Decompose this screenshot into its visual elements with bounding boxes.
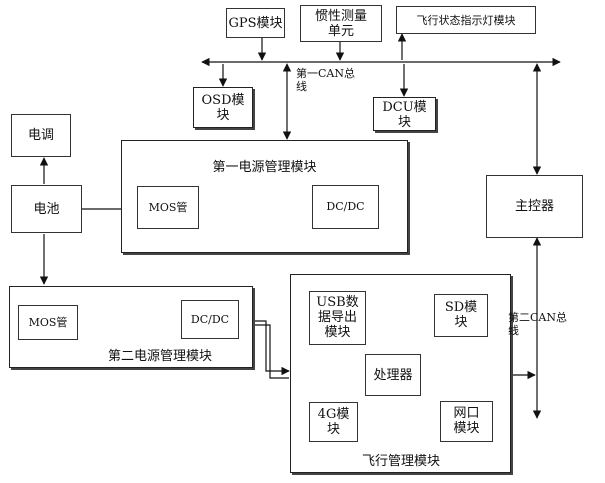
main-controller-label: 主控器 <box>514 199 554 214</box>
battery-label: 电池 <box>33 202 60 217</box>
power2-dcdc-block: DC/DC <box>181 300 239 339</box>
can1-bus-label: 第一CAN总 线 <box>296 67 355 93</box>
sd-module-label: SD模 块 <box>444 300 478 330</box>
power2-label: 第二电源管理模块 <box>107 349 212 364</box>
esc-label: 电调 <box>27 128 54 143</box>
imu-block: 惯性测量 单元 <box>300 5 382 42</box>
processor-label: 处理器 <box>373 368 413 383</box>
power1-dcdc-block: DC/DC <box>312 185 379 229</box>
battery-block: 电池 <box>11 185 82 233</box>
can2-bus-label: 第二CAN总 线 <box>508 311 567 337</box>
network-module-label: 网口 模块 <box>453 406 480 436</box>
usb-export-block: USB数 据导出 模块 <box>309 291 366 345</box>
power1-mos-label: MOS管 <box>148 201 188 214</box>
power2-dcdc-label: DC/DC <box>190 313 230 326</box>
gps-module-block: GPS模块 <box>226 8 285 38</box>
gps-module-label: GPS模块 <box>228 16 283 31</box>
dcu-module-label: DCU模 块 <box>382 100 427 130</box>
main-controller-block: 主控器 <box>486 175 583 238</box>
flight-mgmt-label: 飞行管理模块 <box>361 454 440 469</box>
imu-label: 惯性测量 单元 <box>314 9 367 39</box>
power1-mos-block: MOS管 <box>137 186 199 229</box>
esc-block: 电调 <box>11 114 71 157</box>
power1-label: 第一电源管理模块 <box>212 160 317 175</box>
g4-module-label: 4G模 块 <box>317 407 350 437</box>
sd-module-block: SD模 块 <box>434 294 488 337</box>
dcu-module-block: DCU模 块 <box>373 97 436 131</box>
g4-module-block: 4G模 块 <box>309 402 358 442</box>
usb-export-label: USB数 据导出 模块 <box>316 295 359 340</box>
processor-block: 处理器 <box>365 354 421 396</box>
power2-mos-label: MOS管 <box>28 316 68 329</box>
power2-mos-block: MOS管 <box>18 305 78 340</box>
osd-module-label: OSD模 块 <box>201 93 245 123</box>
flight-status-light-label: 飞行状态指示灯模块 <box>416 14 516 27</box>
flight-status-light-block: 飞行状态指示灯模块 <box>396 6 536 34</box>
power1-dcdc-label: DC/DC <box>326 200 365 213</box>
network-module-block: 网口 模块 <box>440 401 493 442</box>
osd-module-block: OSD模 块 <box>193 87 253 128</box>
